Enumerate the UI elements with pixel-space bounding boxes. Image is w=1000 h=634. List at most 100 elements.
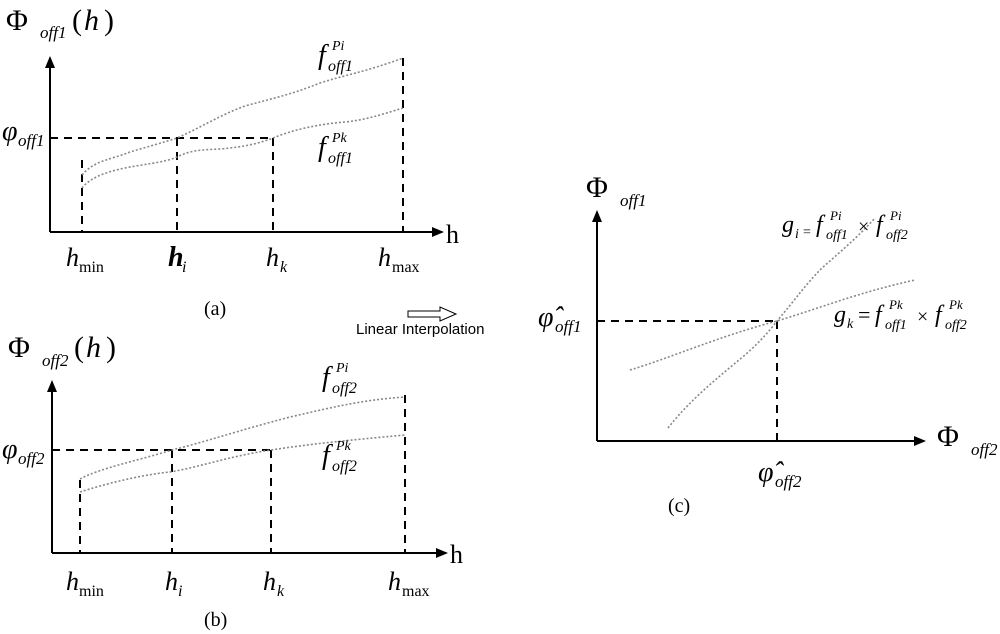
panel-c: Φ off1 Φ off2 φ̂ off1 φ̂ off2 g i = f Pi… [538, 171, 998, 517]
svg-text:Pk: Pk [948, 297, 963, 312]
panel-a-y-axis-label: Φ off1 ( h ) [6, 4, 114, 42]
interpolation-arrow: Linear Interpolation [356, 306, 484, 338]
svg-text:f: f [322, 440, 333, 471]
panel-b-tick-hk: h k [263, 567, 285, 600]
panel-c-x-level-label: φ̂ off2 [758, 457, 802, 491]
panel-c-curve-gk [629, 279, 916, 371]
svg-text:Pi: Pi [829, 208, 842, 223]
panel-a-tick-hk: h k [266, 243, 288, 276]
svg-text:Pk: Pk [888, 297, 903, 312]
svg-text:φ: φ [2, 116, 18, 147]
svg-text:i: i [795, 227, 799, 242]
svg-text:h: h [66, 567, 79, 596]
svg-text:i: i [178, 583, 182, 600]
panel-b-curve-lower-label: f Pk off2 [322, 439, 357, 475]
svg-text:h: h [86, 331, 101, 364]
panel-c-y-axis-label: Φ off1 [586, 171, 646, 210]
panel-a-x-axis-label: h [446, 220, 459, 249]
panel-a-curve-upper-label: f Pi off1 [318, 39, 353, 75]
svg-text:Φ: Φ [6, 4, 28, 37]
svg-text:off2: off2 [886, 228, 908, 243]
panel-a-tick-hmax: h max [378, 243, 420, 276]
svg-text:max: max [392, 259, 420, 276]
interpolation-label: Linear Interpolation [356, 321, 484, 338]
svg-text:off1: off1 [826, 228, 848, 243]
svg-text:min: min [79, 583, 104, 600]
svg-text:off1: off1 [620, 191, 646, 210]
svg-text:Pi: Pi [331, 39, 345, 54]
svg-text:off2: off2 [332, 458, 357, 475]
panel-a-tick-hmin: h min [66, 243, 104, 276]
panel-b-tick-hmin: h min [66, 567, 104, 600]
svg-text:h: h [168, 242, 184, 273]
svg-text:off2: off2 [332, 380, 357, 397]
panel-c-y-level-label: φ̂ off1 [538, 302, 581, 336]
panel-b-y-axis-label: Φ off2 ( h ) [8, 331, 116, 370]
svg-text:): ) [106, 331, 116, 364]
panel-a-caption: (a) [204, 298, 226, 320]
svg-text:off2: off2 [42, 351, 69, 370]
svg-text:f: f [935, 302, 945, 328]
svg-text:k: k [280, 259, 288, 276]
svg-text:f: f [322, 362, 333, 393]
svg-text:off1: off1 [18, 131, 44, 150]
svg-text:(: ( [74, 331, 84, 364]
svg-text:off2: off2 [775, 472, 802, 491]
svg-text:Pk: Pk [331, 131, 348, 146]
svg-text:k: k [847, 317, 854, 332]
panel-a-tick-hi: h i [168, 242, 186, 276]
svg-text:Φ: Φ [937, 420, 959, 453]
svg-text:f: f [318, 40, 329, 71]
panel-c-gi-label: g i = f Pi off1 × f Pi off2 [782, 208, 908, 243]
svg-text:h: h [266, 243, 279, 272]
svg-text:h: h [388, 567, 401, 596]
panel-b-curve-upper [79, 396, 406, 480]
svg-text:h: h [165, 567, 178, 596]
svg-text:f: f [876, 212, 886, 238]
panel-a-curve-upper [81, 57, 404, 176]
svg-text:Φ: Φ [8, 331, 30, 364]
panel-b-caption: (b) [204, 609, 227, 631]
svg-text:Pi: Pi [335, 361, 349, 376]
svg-text:off2: off2 [971, 440, 998, 459]
svg-text:Pk: Pk [335, 439, 352, 454]
svg-text:min: min [79, 259, 104, 276]
panel-b-y-level-label: φ off2 [2, 434, 45, 468]
svg-text:off1: off1 [328, 150, 353, 167]
panel-a-y-level-label: φ off1 [2, 116, 44, 150]
panel-c-gk-label: g k = f Pk off1 × f Pk off2 [834, 297, 967, 333]
svg-text:off1: off1 [555, 317, 581, 336]
svg-text:f: f [816, 212, 826, 238]
panel-b: Φ off2 ( h ) h φ off2 h min h i h k h ma… [2, 331, 463, 631]
svg-text:×: × [917, 306, 928, 328]
svg-text:): ) [104, 4, 114, 37]
svg-text:h: h [84, 4, 99, 37]
svg-text:off2: off2 [945, 318, 967, 333]
svg-text:h: h [263, 567, 276, 596]
panel-b-curve-lower [79, 434, 406, 493]
svg-text:h: h [66, 243, 79, 272]
panel-c-curve-gi [667, 217, 876, 429]
svg-text:φ: φ [2, 434, 18, 465]
svg-text:Φ: Φ [586, 171, 608, 204]
svg-text:f: f [318, 132, 329, 163]
svg-text:off2: off2 [18, 449, 45, 468]
panel-a-curve-lower-label: f Pk off1 [318, 131, 353, 167]
svg-text:k: k [277, 583, 285, 600]
svg-text:off1: off1 [40, 23, 66, 42]
panel-c-x-axis-label: Φ off2 [937, 420, 998, 459]
svg-text:off1: off1 [328, 58, 353, 75]
svg-text:Pi: Pi [889, 208, 902, 223]
svg-text:(: ( [72, 4, 82, 37]
panel-b-curve-upper-label: f Pi off2 [322, 361, 357, 397]
svg-text:off1: off1 [885, 318, 907, 333]
hollow-arrow-icon [407, 306, 458, 322]
svg-text:×: × [858, 216, 869, 238]
svg-text:h: h [378, 243, 391, 272]
svg-text:f: f [875, 302, 885, 328]
svg-text:=: = [858, 302, 870, 327]
panel-b-tick-hmax: h max [388, 567, 430, 600]
panel-b-tick-hi: h i [165, 567, 182, 600]
svg-text:max: max [402, 583, 430, 600]
